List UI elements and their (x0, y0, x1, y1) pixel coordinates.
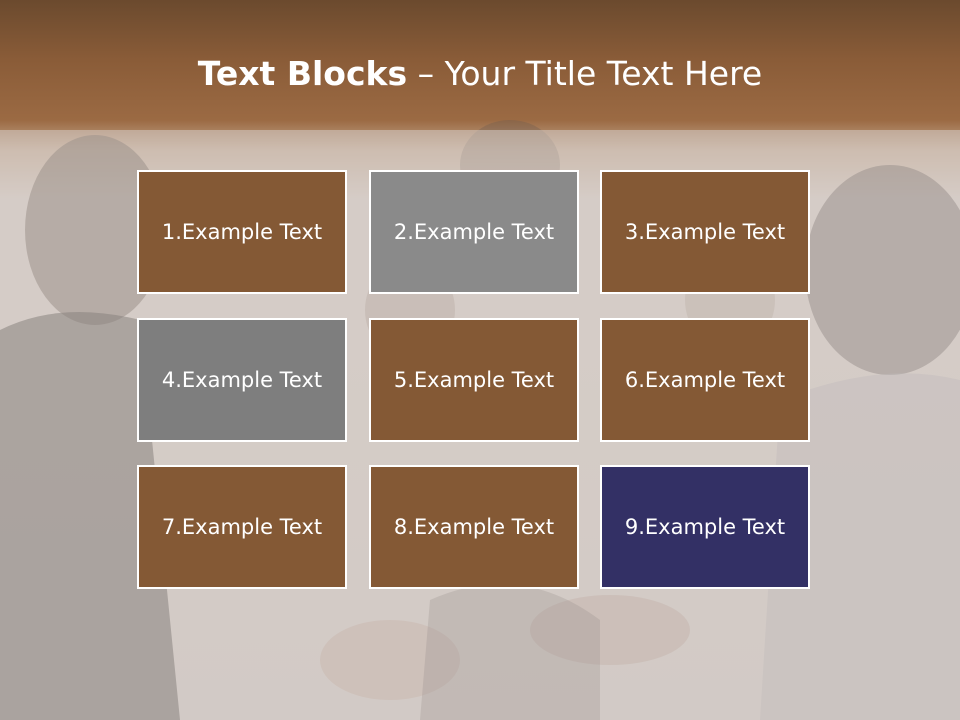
text-block-grid: 1.Example Text 2.Example Text 3.Example … (137, 170, 817, 594)
slide-title: Text Blocks – Your Title Text Here (0, 52, 960, 96)
text-block-7: 7.Example Text (137, 465, 347, 589)
title-rest: – Your Title Text Here (407, 54, 763, 93)
text-block-6: 6.Example Text (600, 318, 810, 442)
text-block-4: 4.Example Text (137, 318, 347, 442)
title-bold: Text Blocks (197, 54, 408, 93)
text-block-5: 5.Example Text (369, 318, 579, 442)
text-block-9: 9.Example Text (600, 465, 810, 589)
text-block-3: 3.Example Text (600, 170, 810, 294)
text-block-2: 2.Example Text (369, 170, 579, 294)
text-block-1: 1.Example Text (137, 170, 347, 294)
text-block-8: 8.Example Text (369, 465, 579, 589)
